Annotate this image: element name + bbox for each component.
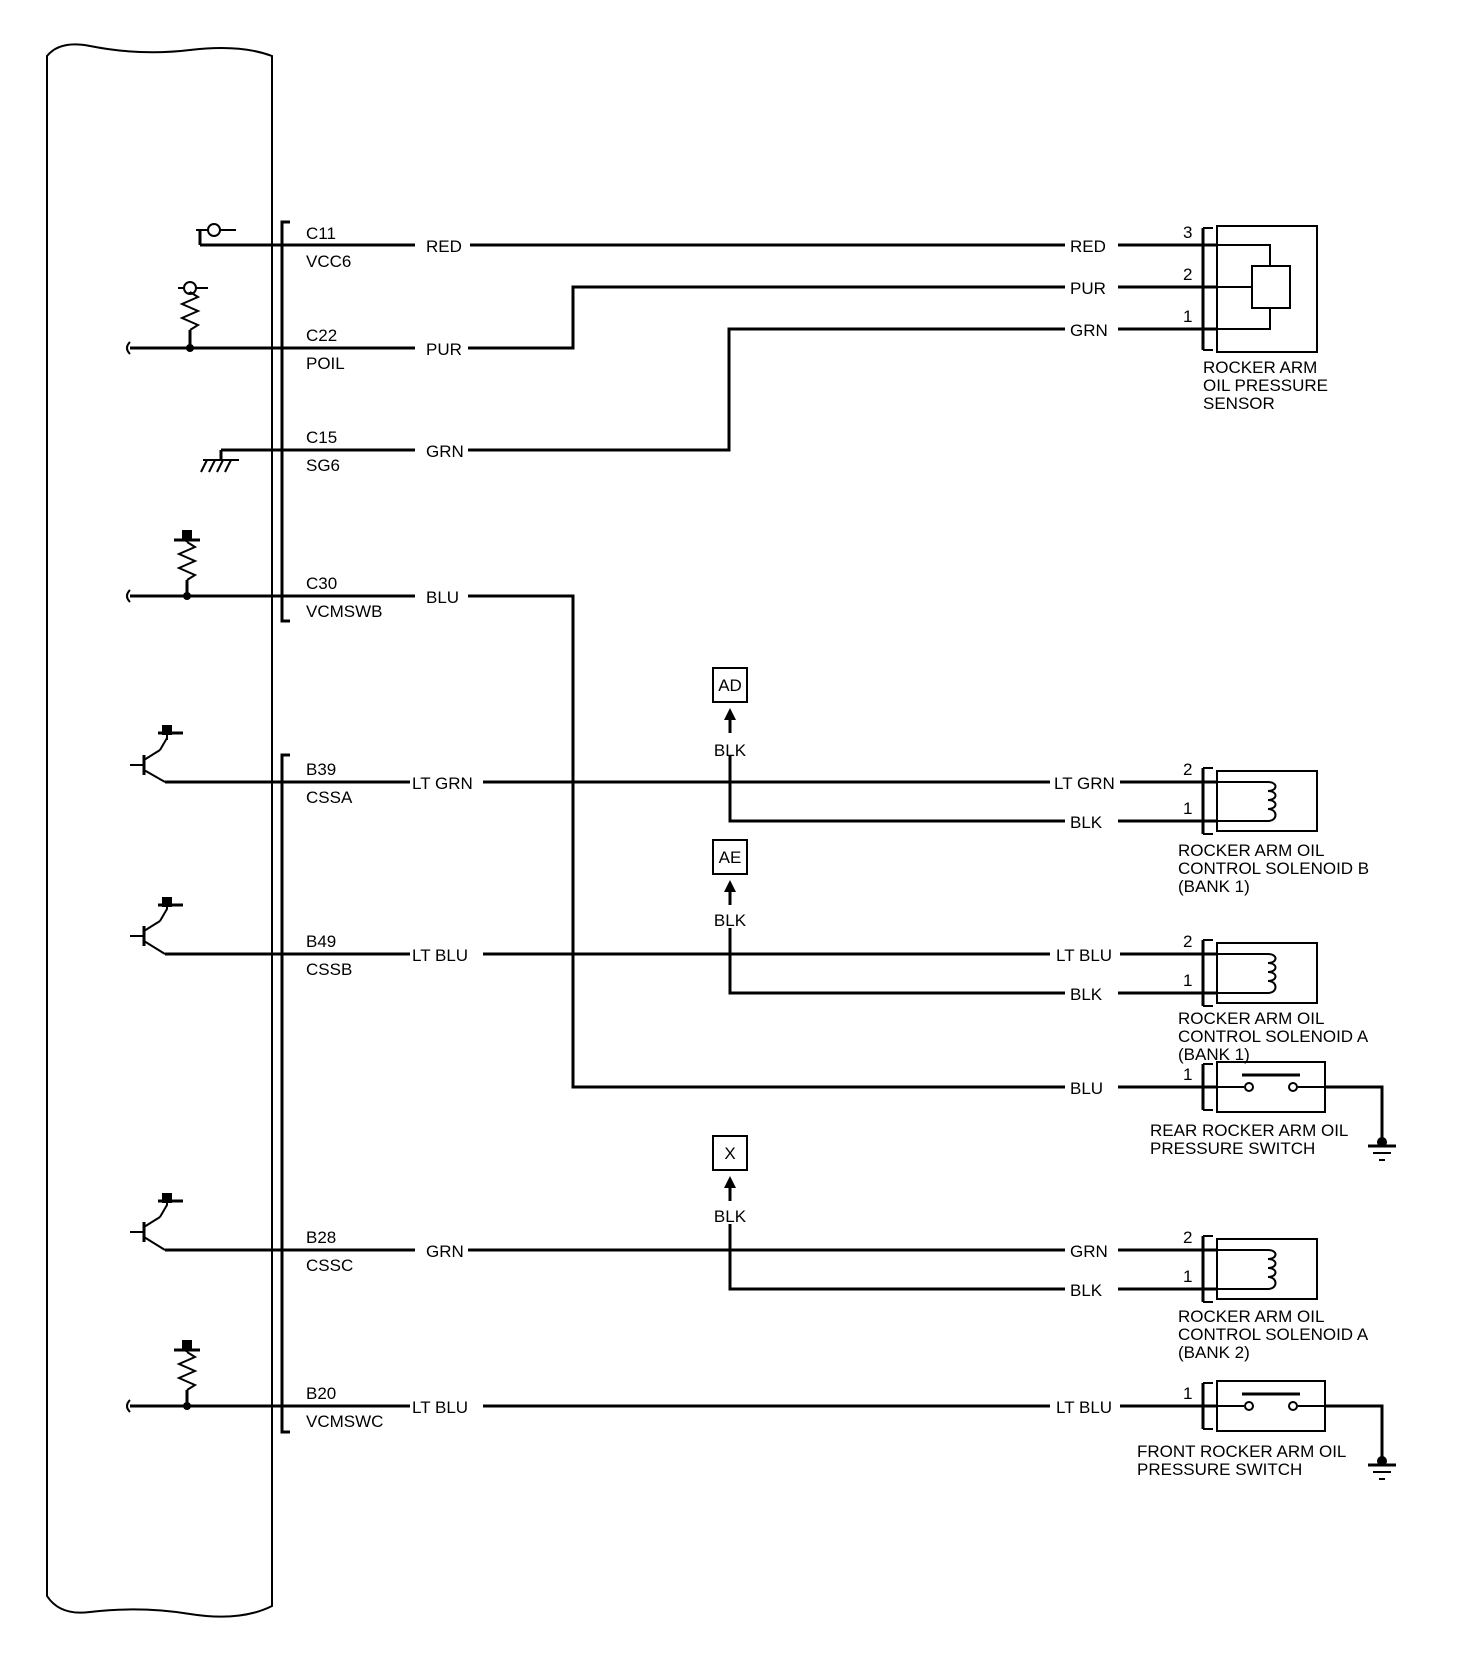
wire-label-ltgrn-left: LT GRN [412,774,473,793]
wire-b49 [130,897,1200,956]
connector-b-bracket [280,753,290,1434]
pin-b49: B49 [306,932,336,951]
ref-ad-wire: BLK [714,741,747,760]
ref-x-wire: BLK [714,1207,747,1226]
wire-c15 [200,327,1200,473]
ref-x-arrow [712,1135,1200,1291]
signal-cssa: CSSA [306,788,353,807]
wire-label-blk-x: BLK [1070,1281,1103,1300]
rear-switch-label-2: PRESSURE SWITCH [1150,1139,1315,1158]
wire-c30 [126,530,1200,1089]
sensor-pin-3: 3 [1183,223,1192,242]
front-switch-label-2: PRESSURE SWITCH [1137,1460,1302,1479]
wire-label-pur-left: PUR [426,340,462,359]
wire-label-blu-right: BLU [1070,1079,1103,1098]
pin-c11: C11 [306,224,336,243]
signal-poil: POIL [306,354,345,373]
wire-b28 [130,1193,1200,1252]
sola2-label-3: (BANK 2) [1178,1343,1250,1362]
pin-b39: B39 [306,760,336,779]
wire-label-ltblu-b20-right: LT BLU [1056,1398,1112,1417]
ref-ad-label: AD [718,676,742,695]
solb1-label-3: (BANK 1) [1178,877,1250,896]
wire-label-blu-left: BLU [426,588,459,607]
wire-label-grn-b28-right: GRN [1070,1242,1108,1261]
sola1-label-1: ROCKER ARM OIL [1178,1009,1324,1028]
rear-switch-label-1: REAR ROCKER ARM OIL [1150,1121,1348,1140]
signal-vcmswb: VCMSWB [306,602,383,621]
front-switch-label-1: FRONT ROCKER ARM OIL [1137,1442,1346,1461]
sola2-pin-2: 2 [1183,1228,1192,1247]
signal-cssc: CSSC [306,1256,353,1275]
wire-label-ltblu-right: LT BLU [1056,946,1112,965]
sensor-pin-1: 1 [1183,307,1192,326]
sola2-pin-1: 1 [1183,1267,1192,1286]
solenoid-a-bank1-symbol [1200,939,1318,1007]
sensor-label-1: ROCKER ARM [1203,358,1317,377]
wire-b20 [126,1340,1200,1413]
wire-label-red-left: RED [426,237,462,256]
sola1-label-2: CONTROL SOLENOID A [1178,1027,1369,1046]
rear-switch-pin-1: 1 [1183,1065,1192,1084]
solenoid-a-bank2-symbol [1200,1235,1318,1303]
solb1-label-2: CONTROL SOLENOID B [1178,859,1369,878]
pin-c15: C15 [306,428,337,447]
sensor-pin-2: 2 [1183,265,1192,284]
wire-c11 [196,223,1200,247]
signal-vcmswc: VCMSWC [306,1412,383,1431]
wire-label-blk-ad: BLK [1070,813,1103,832]
wire-label-pur-right: PUR [1070,279,1106,298]
sola1-pin-2: 2 [1183,932,1192,951]
sola2-label-2: CONTROL SOLENOID A [1178,1325,1369,1344]
ecm-body [46,43,273,1618]
wire-b39 [130,725,1200,784]
solb1-pin-2: 2 [1183,760,1192,779]
wire-label-blk-ae: BLK [1070,985,1103,1004]
pin-b20: B20 [306,1384,336,1403]
solenoid-b-bank1-symbol [1200,767,1318,835]
sola2-label-1: ROCKER ARM OIL [1178,1307,1324,1326]
rear-switch-symbol [1200,1061,1396,1161]
wire-label-ltblu-left: LT BLU [412,946,468,965]
sensor-label-3: SENSOR [1203,394,1275,413]
wire-label-grn-left: GRN [426,442,464,461]
wire-label-grn-b28-left: GRN [426,1242,464,1261]
wire-label-grn-right: GRN [1070,321,1108,340]
solb1-label-1: ROCKER ARM OIL [1178,841,1324,860]
signal-sg6: SG6 [306,456,340,475]
pin-b28: B28 [306,1228,336,1247]
wire-label-ltgrn-right: LT GRN [1054,774,1115,793]
oil-pressure-sensor-symbol [1200,225,1318,353]
ref-ad-arrow [712,667,1200,823]
wire-c22 [126,281,1200,355]
pin-c22: C22 [306,326,337,345]
signal-cssb: CSSB [306,960,352,979]
ref-ae-label: AE [719,848,742,867]
front-switch-symbol [1200,1380,1396,1480]
wire-label-red-right: RED [1070,237,1106,256]
connector-c-bracket [280,220,290,623]
ref-ae-wire: BLK [714,911,747,930]
sola1-pin-1: 1 [1183,971,1192,990]
front-switch-pin-1: 1 [1183,1384,1192,1403]
sensor-label-2: OIL PRESSURE [1203,376,1328,395]
ref-x-label: X [724,1144,735,1163]
pin-c30: C30 [306,574,337,593]
ref-ae-arrow [712,839,1200,995]
solb1-pin-1: 1 [1183,799,1192,818]
signal-vcc6: VCC6 [306,252,351,271]
wire-label-ltblu-b20-left: LT BLU [412,1398,468,1417]
sola1-label-3: (BANK 1) [1178,1045,1250,1064]
